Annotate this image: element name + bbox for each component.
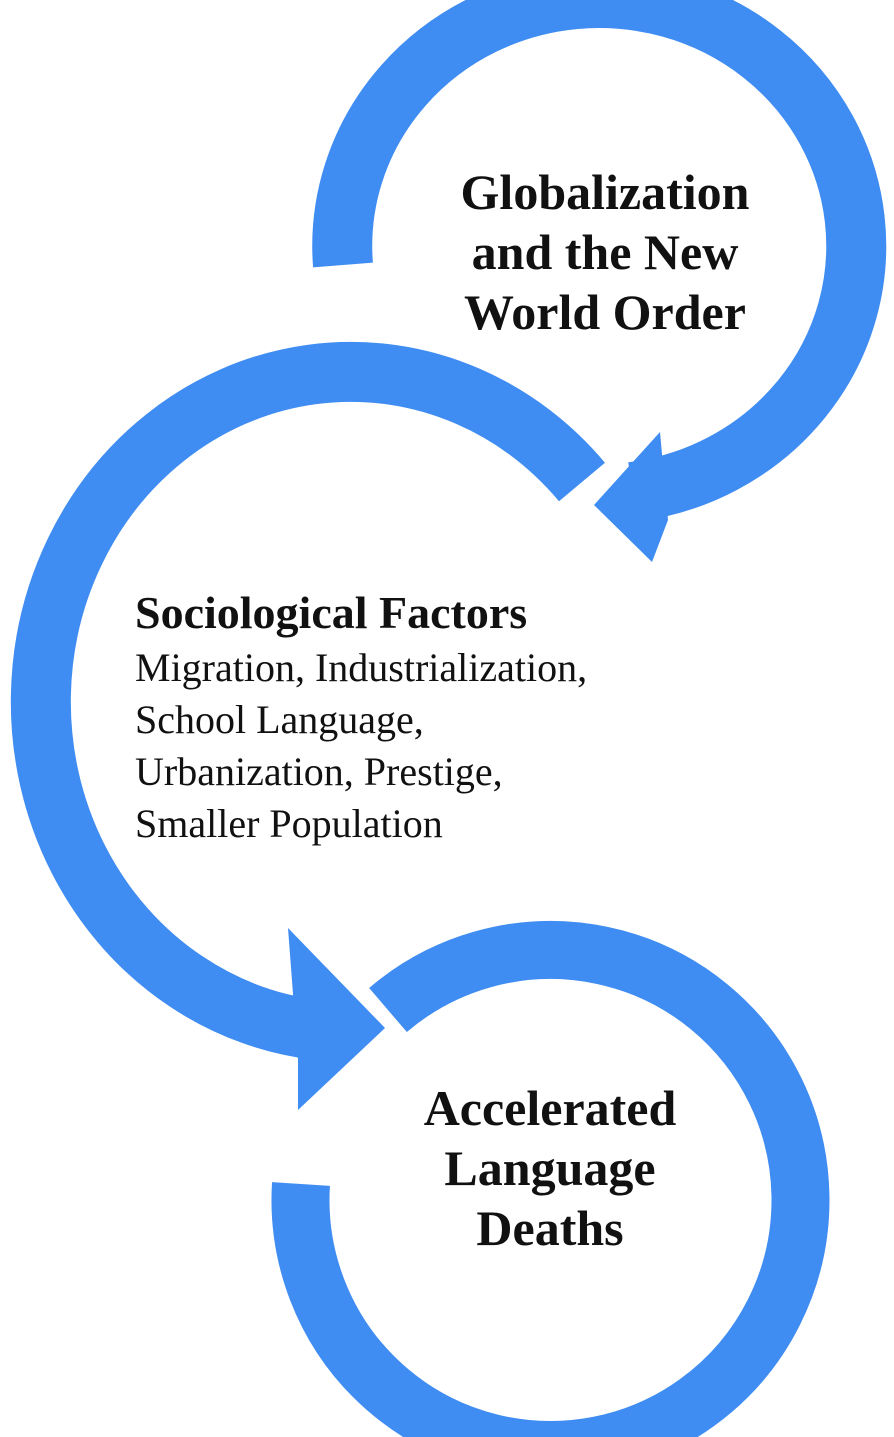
node-language-deaths-line-2: Language bbox=[444, 1140, 656, 1196]
top-loop-arc bbox=[312, 0, 887, 522]
middle-loop-arrowhead bbox=[288, 928, 385, 1110]
node-sociological-detail-3: Urbanization, Prestige, bbox=[135, 749, 503, 794]
node-sociological-title: Sociological Factors bbox=[135, 587, 528, 638]
node-language-deaths-line-1: Accelerated bbox=[423, 1080, 677, 1136]
node-sociological-detail-1: Migration, Industrialization, bbox=[135, 645, 588, 690]
middle-loop-arc bbox=[10, 341, 605, 1060]
node-sociological-factors: Sociological Factors Migration, Industri… bbox=[135, 584, 755, 850]
node-globalization-line-2: and the New bbox=[471, 224, 739, 280]
node-globalization: Globalization and the New World Order bbox=[400, 162, 810, 342]
top-loop-arrowhead bbox=[594, 432, 668, 562]
node-sociological-detail-2: School Language, bbox=[135, 697, 424, 742]
node-globalization-line-1: Globalization bbox=[460, 164, 750, 220]
node-language-deaths-line-3: Deaths bbox=[476, 1200, 624, 1256]
bottom-loop-arc bbox=[271, 921, 830, 1437]
node-globalization-line-3: World Order bbox=[464, 284, 746, 340]
node-sociological-detail-4: Smaller Population bbox=[135, 801, 443, 846]
node-language-deaths: Accelerated Language Deaths bbox=[340, 1078, 760, 1258]
